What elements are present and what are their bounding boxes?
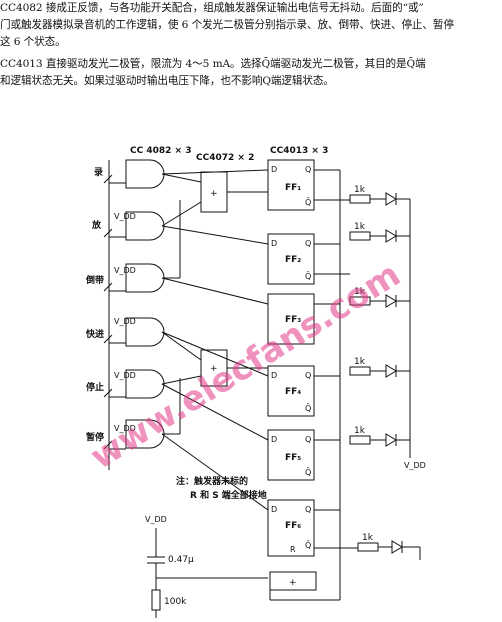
- switch-label-play: 放: [91, 219, 102, 231]
- ff6-label: FF₆: [285, 521, 301, 531]
- svg-text:Q: Q: [305, 239, 311, 248]
- switch-label-record: 录: [94, 167, 103, 178]
- flip-flops: [267, 159, 315, 557]
- note-line-2: R 和 S 端全部接地: [190, 489, 267, 501]
- power-on-reset: [147, 528, 268, 618]
- switch-label-rewind: 倒带: [85, 274, 104, 286]
- resistor-label-6: 1k: [362, 533, 374, 543]
- switch-label-fastforward: 快进: [86, 328, 104, 340]
- resistor-label-3: 1k: [354, 287, 366, 297]
- svg-text:Q̄: Q̄: [305, 540, 311, 550]
- or-gate-2-symbol: +: [210, 364, 218, 374]
- svg-text:Q: Q: [305, 505, 311, 514]
- vdd-label-4: V_DD: [114, 317, 136, 326]
- or-gate-3-symbol: +: [289, 578, 297, 588]
- vdd-label-bottom: V_DD: [145, 515, 167, 524]
- svg-text:D: D: [271, 435, 277, 444]
- svg-text:D: D: [271, 505, 277, 514]
- svg-text:Q̄: Q̄: [305, 403, 311, 413]
- svg-text:Q̄: Q̄: [305, 467, 311, 477]
- vdd-label-5: V_DD: [114, 371, 136, 380]
- paragraph-2-line-1: CC4013 直接驱动发光二极管，限流为 4～5 mA。选择Q̄端驱动发光二极管…: [0, 58, 426, 70]
- vdd-label-6: V_DD: [114, 424, 136, 433]
- vdd-label-2: V_DD: [114, 212, 136, 221]
- svg-text:R: R: [290, 545, 296, 554]
- wiring: [161, 169, 341, 601]
- paragraph-1-line-3: 这 6 个状态。: [0, 36, 66, 48]
- ff5-label: FF₅: [285, 453, 301, 463]
- ff1-label: FF₁: [285, 183, 301, 193]
- svg-text:Q: Q: [305, 435, 311, 444]
- or-gate-1-symbol: +: [210, 189, 218, 199]
- paragraph-1-line-1: CC4082 接成正反馈，与各功能开关配合，组成触发器保证输出电信号无抖动。后面…: [0, 2, 424, 14]
- resistor-label-2: 1k: [354, 222, 366, 232]
- or-gate-3: [269, 571, 317, 591]
- chip-label-cc4082: CC 4082 × 3: [130, 146, 191, 156]
- pin-letters: D Q Q̄ D Q Q̄ D Q Q̄ D Q Q̄ D Q Q̄ R: [271, 165, 311, 554]
- paragraph-1-line-2: 门或触发器模拟录音机的工作逻辑，使 6 个发光二极管分别指示录、放、倒带、快进、…: [0, 19, 454, 31]
- resistor-label-5: 1k: [354, 426, 366, 436]
- svg-text:Q̄: Q̄: [305, 197, 311, 207]
- ff4-label: FF₄: [285, 387, 301, 397]
- svg-text:D: D: [271, 239, 277, 248]
- chip-label-cc4013: CC4013 × 3: [270, 146, 328, 156]
- resistor-label-1: 1k: [354, 185, 366, 195]
- svg-text:Q: Q: [305, 165, 311, 174]
- switch-label-stop: 停止: [86, 381, 104, 393]
- capacitor-label: 0.47μ: [168, 555, 194, 565]
- ff3-label: FF₃: [285, 315, 301, 325]
- ff2-label: FF₂: [285, 255, 301, 265]
- vdd-right-label: V_DD: [404, 461, 426, 470]
- resistor-bottom-label: 100k: [164, 597, 187, 607]
- switch-label-pause: 暂停: [86, 431, 104, 443]
- svg-text:D: D: [271, 165, 277, 174]
- chip-label-cc4072: CC4072 × 2: [196, 153, 254, 163]
- note-line-1: 注：触发器未标的: [176, 475, 248, 487]
- switch-symbols: [103, 174, 126, 450]
- led-chains: [314, 192, 421, 560]
- resistor-label-4: 1k: [354, 357, 366, 367]
- paragraph-2-line-2: 和逻辑状态无关。如果过驱动时输出电压下降，也不影响Q端逻辑状态。: [0, 75, 334, 87]
- svg-text:Q: Q: [305, 371, 311, 380]
- svg-text:Q̄: Q̄: [305, 271, 311, 281]
- svg-text:D: D: [271, 371, 277, 380]
- vdd-label-3: V_DD: [114, 266, 136, 275]
